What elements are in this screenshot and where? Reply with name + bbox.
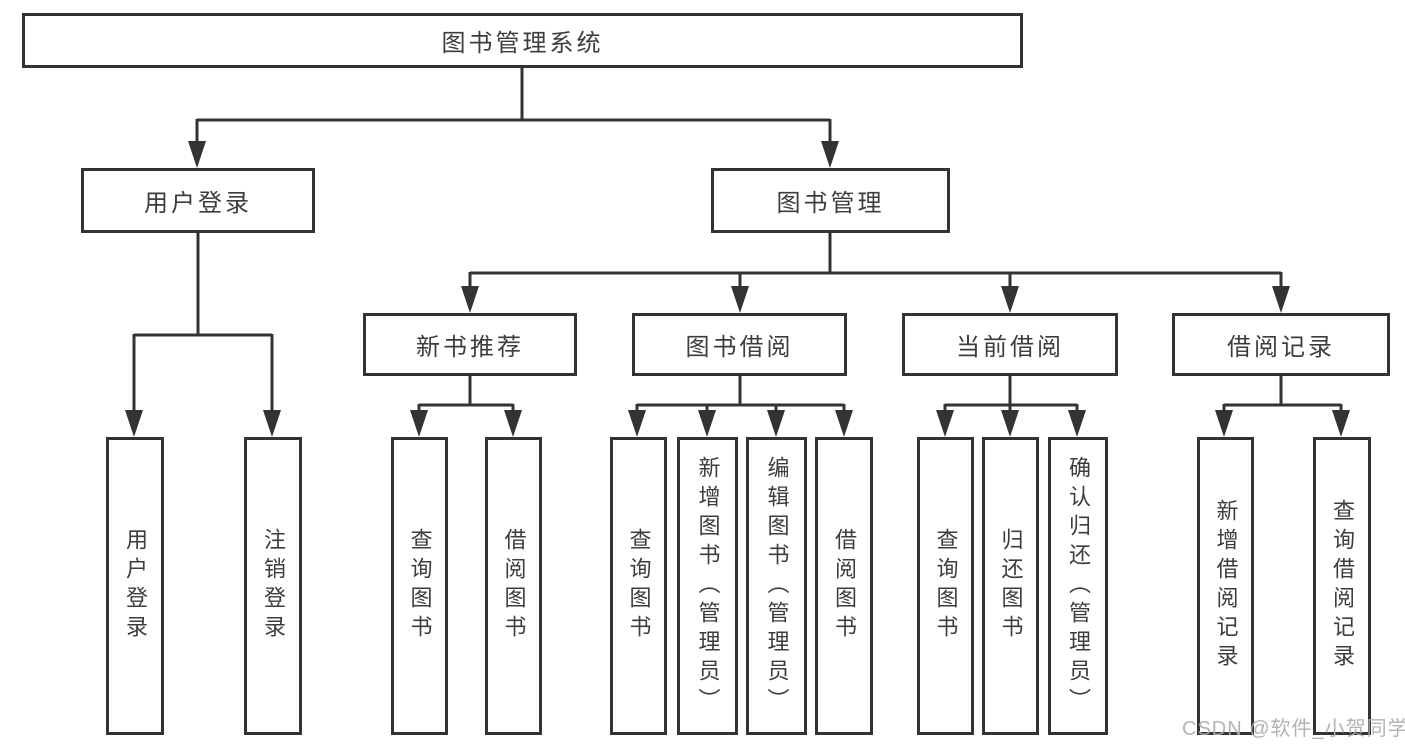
connector-bookmgmt-to-level3 xyxy=(468,233,1283,290)
node-bb-borrow-books-label: 借阅图书 xyxy=(832,528,857,644)
node-br-add-record-label: 新增借阅记录 xyxy=(1213,499,1239,673)
node-bb-query-books: 查询图书 xyxy=(610,437,667,735)
node-new-book-recommend: 新书推荐 xyxy=(363,313,577,376)
node-cb-query-books-label: 查询图书 xyxy=(933,528,959,644)
arrow-icon xyxy=(263,410,281,437)
arrowheads xyxy=(125,141,1350,437)
node-new-book-recommend-label: 新书推荐 xyxy=(416,334,524,361)
arrow-icon xyxy=(628,410,646,437)
node-current-borrowing-label: 当前借阅 xyxy=(956,334,1064,361)
node-book-borrowing-label: 图书借阅 xyxy=(685,334,794,361)
connector-bookborrow-to-children xyxy=(635,376,846,414)
node-user-login-action: 用户登录 xyxy=(106,437,164,735)
arrow-icon xyxy=(698,410,716,437)
arrow-icon xyxy=(188,141,206,168)
arrow-icon xyxy=(1068,410,1086,437)
node-br-query-record: 查询借阅记录 xyxy=(1313,437,1371,735)
arrow-icon xyxy=(1001,286,1019,313)
node-library-system: 图书管理系统 xyxy=(22,13,1023,68)
arrow-icon xyxy=(410,410,428,437)
node-bb-edit-books-admin-label: 编辑图书（管理员） xyxy=(764,455,790,717)
arrow-icon xyxy=(1332,410,1350,437)
connector-currentborrow-to-children xyxy=(943,376,1079,414)
node-bb-add-books-admin: 新增图书（管理员） xyxy=(677,437,738,735)
node-logout-action: 注销登录 xyxy=(244,437,302,735)
node-logout-action-label: 注销登录 xyxy=(261,528,286,644)
node-cb-return-books: 归还图书 xyxy=(982,437,1039,735)
node-user-login: 用户登录 xyxy=(81,168,315,233)
connector-newbook-to-children xyxy=(417,376,515,414)
node-library-system-label: 图书管理系统 xyxy=(441,30,604,57)
node-borrowing-records: 借阅记录 xyxy=(1172,313,1390,376)
node-br-query-record-label: 查询借阅记录 xyxy=(1330,499,1355,673)
arrow-icon xyxy=(461,286,479,313)
node-user-login-action-label: 用户登录 xyxy=(123,528,148,644)
arrow-icon xyxy=(1215,410,1233,437)
csdn-watermark: CSDN @软件_小贺同学 xyxy=(1182,718,1405,740)
node-bb-query-books-label: 查询图书 xyxy=(626,528,652,644)
arrow-icon xyxy=(767,410,785,437)
node-nb-query-books: 查询图书 xyxy=(391,437,448,735)
arrow-icon xyxy=(821,141,839,168)
node-borrowing-records-label: 借阅记录 xyxy=(1227,334,1335,361)
arrow-icon xyxy=(504,410,522,437)
arrow-icon xyxy=(1001,410,1019,437)
node-cb-confirm-return-admin-label: 确认归还（管理员） xyxy=(1066,455,1091,717)
arrow-icon xyxy=(1272,286,1290,313)
node-bb-add-books-admin-label: 新增图书（管理员） xyxy=(695,455,721,717)
arrow-icon xyxy=(125,410,143,437)
node-nb-borrow-books-label: 借阅图书 xyxy=(501,528,527,644)
node-cb-return-books-label: 归还图书 xyxy=(998,528,1024,644)
connector-userlogin-to-children xyxy=(132,233,274,412)
node-bb-edit-books-admin: 编辑图书（管理员） xyxy=(746,437,807,735)
node-book-management: 图书管理 xyxy=(711,168,950,233)
node-cb-query-books: 查询图书 xyxy=(917,437,974,735)
node-br-add-record: 新增借阅记录 xyxy=(1197,437,1254,735)
node-book-management-label: 图书管理 xyxy=(776,190,885,217)
node-user-login-label: 用户登录 xyxy=(144,190,252,217)
node-bb-borrow-books: 借阅图书 xyxy=(815,437,873,735)
arrow-icon xyxy=(731,286,749,313)
node-book-borrowing: 图书借阅 xyxy=(632,313,847,376)
connector-records-to-children xyxy=(1222,376,1343,414)
node-cb-confirm-return-admin: 确认归还（管理员） xyxy=(1048,437,1108,735)
connector-root-to-level2 xyxy=(195,68,832,144)
node-nb-query-books-label: 查询图书 xyxy=(407,528,433,644)
arrow-icon xyxy=(835,410,853,437)
node-nb-borrow-books: 借阅图书 xyxy=(485,437,542,735)
arrow-icon xyxy=(936,410,954,437)
node-current-borrowing: 当前借阅 xyxy=(902,313,1118,376)
